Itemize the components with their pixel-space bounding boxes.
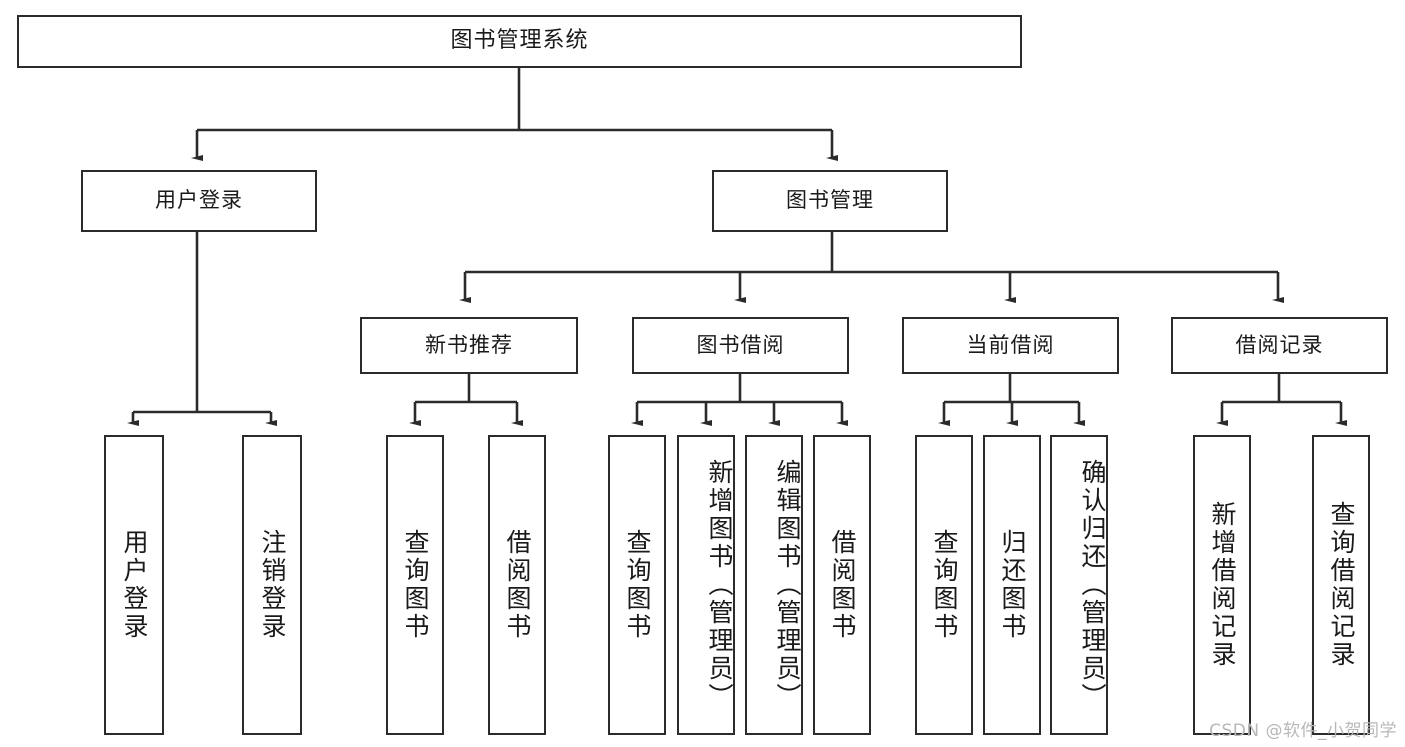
- node-label: 借阅图书: [828, 529, 857, 641]
- node-leaf-borrow-book-2[interactable]: 借阅图书: [813, 435, 871, 735]
- node-leaf-borrow-book-1[interactable]: 借阅图书: [488, 435, 546, 735]
- node-book-manage[interactable]: 图书管理: [712, 170, 948, 232]
- node-label: 借阅图书: [503, 529, 532, 641]
- node-label: 图书管理: [786, 188, 874, 213]
- node-label: 确认归还（管理员）: [1078, 459, 1107, 711]
- node-label: 注销登录: [258, 529, 287, 641]
- node-borrow-record[interactable]: 借阅记录: [1171, 317, 1388, 374]
- node-label: 查询图书: [401, 529, 430, 641]
- node-label: 查询图书: [623, 529, 652, 641]
- node-label: 借阅记录: [1235, 332, 1324, 357]
- node-book-borrow[interactable]: 图书借阅: [632, 317, 849, 374]
- node-label: 编辑图书（管理员）: [773, 459, 802, 711]
- node-new-book-recommend[interactable]: 新书推荐: [360, 317, 578, 374]
- node-label: 新增借阅记录: [1208, 501, 1237, 669]
- node-leaf-add-book[interactable]: 新增图书（管理员）: [677, 435, 735, 735]
- node-label: 当前借阅: [966, 332, 1055, 357]
- node-leaf-add-record[interactable]: 新增借阅记录: [1193, 435, 1251, 735]
- node-leaf-query-book-2[interactable]: 查询图书: [608, 435, 666, 735]
- node-leaf-edit-book[interactable]: 编辑图书（管理员）: [745, 435, 803, 735]
- node-leaf-query-record[interactable]: 查询借阅记录: [1312, 435, 1370, 735]
- node-label: 查询借阅记录: [1327, 501, 1356, 669]
- node-leaf-query-book-3[interactable]: 查询图书: [915, 435, 973, 735]
- node-label: 新增图书（管理员）: [705, 459, 734, 711]
- node-root-book-management-system[interactable]: 图书管理系统: [17, 15, 1022, 68]
- node-leaf-user-login[interactable]: 用户登录: [104, 435, 164, 735]
- node-current-borrow[interactable]: 当前借阅: [902, 317, 1119, 374]
- node-label: 图书管理系统: [450, 28, 589, 54]
- node-user-login[interactable]: 用户登录: [81, 170, 317, 232]
- node-leaf-logout[interactable]: 注销登录: [242, 435, 302, 735]
- node-label: 用户登录: [155, 188, 243, 213]
- node-label: 新书推荐: [425, 332, 513, 357]
- node-label: 用户登录: [120, 529, 149, 641]
- csdn-watermark: CSDN @软件_小贺同学: [1209, 721, 1397, 741]
- node-label: 图书借阅: [696, 332, 785, 357]
- node-leaf-query-book-1[interactable]: 查询图书: [386, 435, 444, 735]
- node-leaf-confirm-return[interactable]: 确认归还（管理员）: [1050, 435, 1108, 735]
- node-leaf-return-book[interactable]: 归还图书: [983, 435, 1041, 735]
- node-label: 归还图书: [998, 529, 1027, 641]
- node-label: 查询图书: [930, 529, 959, 641]
